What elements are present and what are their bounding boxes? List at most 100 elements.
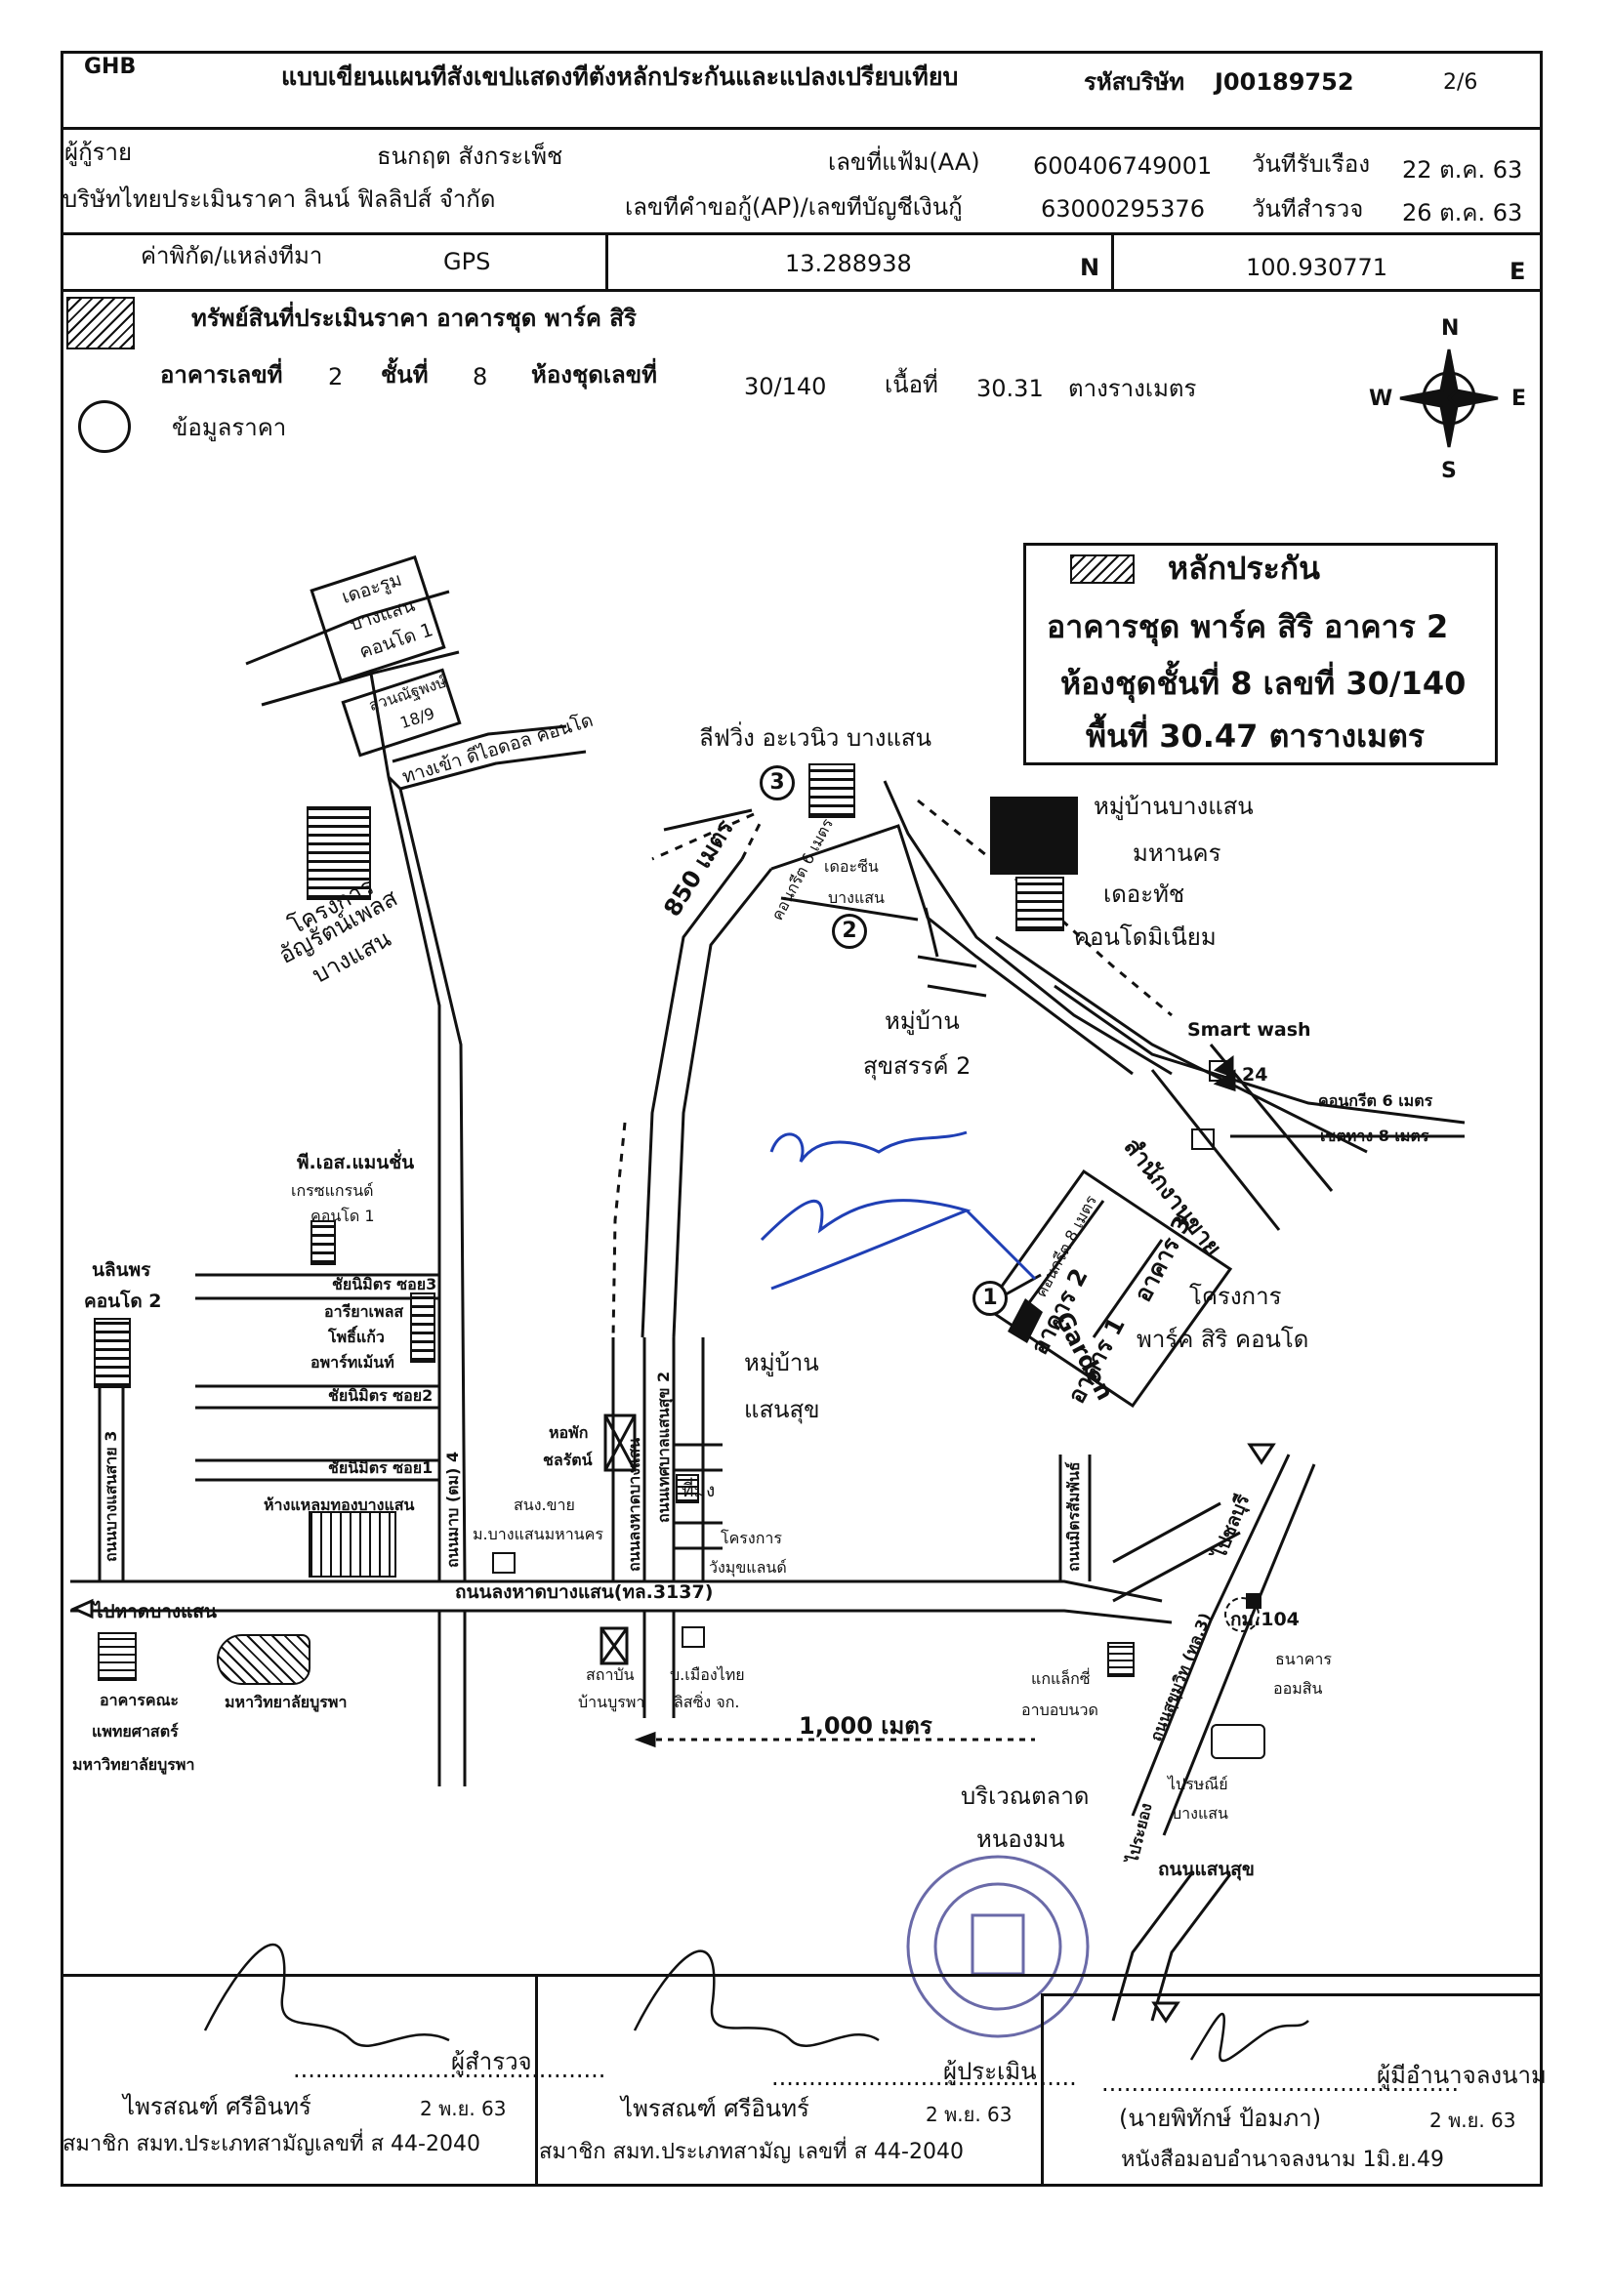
compass-east: E bbox=[1511, 387, 1527, 411]
label-leeving: ลีฟวิ่ง อะเวนิว บางแสน bbox=[699, 724, 931, 752]
appraiser-company: บริษัทไทยประเมินราคา ลินน์ ฟิลลิปส์ จำกั… bbox=[62, 185, 496, 213]
org-code: GHB bbox=[84, 55, 137, 79]
label-road-3137: ถนนลงหาดบางแสน(ทล.3137) bbox=[455, 1581, 714, 1603]
label-market: หนองมน bbox=[976, 1825, 1065, 1853]
longitude-dir: E bbox=[1510, 258, 1526, 285]
label-suksan2: หมู่บ้าน bbox=[885, 1007, 960, 1035]
label-24: 24 bbox=[1242, 1064, 1268, 1086]
label-concrete-6m-right: คอนกรีต 6 เมตร bbox=[1318, 1091, 1433, 1110]
divider bbox=[1041, 1993, 1543, 1996]
authorized-poa: หนังสือมอบอำนาจลงนาม 1มิ.ย.49 bbox=[1121, 2148, 1444, 2172]
latitude-dir: N bbox=[1080, 254, 1100, 281]
anyarat-building-icon bbox=[307, 806, 371, 900]
leeving-building-icon bbox=[808, 763, 855, 818]
collateral-line2: ห้องชุดชั้นที่ 8 เลขที่ 30/140 bbox=[1060, 665, 1467, 702]
collateral-title: หลักประกัน bbox=[1168, 550, 1321, 587]
divider bbox=[605, 232, 608, 289]
label-sanong: สนง.ขาย bbox=[514, 1496, 575, 1514]
floor-no: 8 bbox=[473, 363, 488, 390]
label-muangthai: บ.เมืองไทย bbox=[670, 1665, 745, 1684]
borrower-label: ผู้กู้ราย bbox=[64, 139, 133, 166]
label-massage: แกแล็กซี่ bbox=[1031, 1669, 1091, 1688]
label-nalinporn: คอนโด 2 bbox=[84, 1291, 162, 1312]
timing-building-icon bbox=[676, 1474, 699, 1503]
label-the-touch: คอนโดมิเนียม bbox=[1074, 923, 1217, 951]
label-faculty: แพทยศาสตร์ bbox=[92, 1722, 179, 1741]
page-number: 2/6 bbox=[1443, 70, 1478, 95]
price-marker-2: 2 bbox=[832, 914, 867, 949]
divider bbox=[61, 289, 1543, 292]
label-village-sansuk: แสนสุข bbox=[744, 1396, 820, 1423]
label-post: บางแสน bbox=[1172, 1804, 1228, 1823]
label-smart-wash: Smart wash bbox=[1187, 1019, 1311, 1041]
label-row-8m: เขตทาง 8 เมตร bbox=[1320, 1127, 1429, 1145]
bank-icon bbox=[1224, 1597, 1260, 1632]
label-the-touch: เดอะทัช bbox=[1103, 881, 1185, 908]
label-soi2: ชัยนิมิตร ซอย2 bbox=[328, 1386, 434, 1405]
sales-office-house-icon bbox=[1191, 1128, 1215, 1150]
label-ps-mansion: พี.เอส.แมนชั่น bbox=[297, 1152, 415, 1173]
label-wang: วังมุขแลนด์ bbox=[709, 1558, 787, 1577]
price-marker-3: 3 bbox=[760, 765, 795, 800]
hatch-legend-icon bbox=[66, 297, 135, 349]
label-ps-mansion: คอนโด 1 bbox=[310, 1207, 375, 1225]
floor-label: ชั้นที่ bbox=[381, 361, 429, 389]
collateral-line3: พื้นที่ 30.47 ตารางเมตร bbox=[1086, 718, 1426, 755]
divider bbox=[61, 127, 1543, 130]
area-value: 30.31 bbox=[976, 375, 1044, 402]
file-no-label: เลขที่แฟ้ม(AA) bbox=[828, 148, 980, 176]
label-road-mitsamphan: ถนนมิตรสัมพันธ์ bbox=[1064, 1461, 1083, 1572]
appraiser-membership: สมาชิก สมท.ประเภทสามัญ เลขที่ ส 44-2040 bbox=[539, 2140, 964, 2164]
received-date: 22 ต.ค. 63 bbox=[1402, 156, 1523, 184]
label-university: มหาวิทยาลัยบูรพา bbox=[225, 1693, 348, 1711]
label-gsb: ออมสิน bbox=[1273, 1679, 1323, 1698]
building-label: อาคารเลขที่ bbox=[160, 361, 283, 389]
label-mall: ห้างแหลมทองบางแสน bbox=[264, 1496, 415, 1514]
divider bbox=[61, 232, 1543, 235]
label-km104: กม.104 bbox=[1230, 1609, 1300, 1630]
divider bbox=[535, 1974, 538, 2187]
compass-north: N bbox=[1441, 316, 1460, 341]
label-ariya: อารียาเพลส bbox=[324, 1302, 404, 1321]
label-institute: บ้านบูรพา bbox=[578, 1693, 645, 1711]
label-village-bangsaen: มหานคร bbox=[1133, 840, 1221, 867]
authorized-date: 2 พ.ย. 63 bbox=[1429, 2109, 1516, 2132]
collateral-building-marker bbox=[1008, 1298, 1043, 1343]
latitude: 13.288938 bbox=[785, 250, 912, 277]
label-to-beach: ไปหาดบางแสน bbox=[94, 1601, 217, 1622]
label-road-tesaban2: ถนนเทศบาลแสนสุข 2 bbox=[654, 1371, 673, 1523]
label-the-zeen: บางแสน bbox=[828, 888, 885, 907]
massage-building-icon bbox=[1107, 1642, 1135, 1677]
label-muangthai: ลิสซิ่ง จก. bbox=[674, 1693, 740, 1711]
label-market: บริเวณตลาด bbox=[961, 1783, 1090, 1810]
label-road-tesaban: ถนนลงหาดบางแสน bbox=[625, 1437, 643, 1572]
surveyor-date: 2 พ.ย. 63 bbox=[420, 2097, 507, 2120]
smart-wash-icon bbox=[1209, 1060, 1232, 1082]
label-wang: โครงการ bbox=[721, 1529, 782, 1547]
label-ps-mansion: เกรซแกรนด์ bbox=[291, 1181, 374, 1200]
nalinporn-building-icon bbox=[94, 1318, 131, 1388]
label-timing: ที่ม่ง bbox=[682, 1480, 716, 1501]
company-code: J00189752 bbox=[1215, 68, 1354, 96]
label-ariya: โพธิ์แก้ว bbox=[328, 1328, 385, 1346]
label-massage: อาบอบนวด bbox=[1021, 1701, 1098, 1719]
surveyor-role: ผู้สำรวจ bbox=[451, 2048, 532, 2075]
request-no: 63000295376 bbox=[1041, 195, 1205, 223]
file-no: 600406749001 bbox=[1033, 152, 1213, 180]
label-dist-1000: 1,000 เมตร bbox=[799, 1712, 932, 1740]
survey-date: 26 ต.ค. 63 bbox=[1402, 199, 1523, 226]
label-sanong: ม.บางแสนมหานคร bbox=[473, 1525, 603, 1543]
authorized-role: ผู้มีอำนาจลงนาม bbox=[1377, 2062, 1547, 2089]
label-faculty: อาคารคณะ bbox=[100, 1691, 180, 1709]
divider bbox=[1111, 232, 1114, 289]
label-road-long4: ถนนมาบ (ตม) 4 bbox=[443, 1451, 462, 1568]
label-faculty: มหาวิทยาลัยบูรพา bbox=[72, 1755, 195, 1774]
university-icon bbox=[217, 1634, 310, 1685]
unit-label: ห้องชุดเลขที่ bbox=[531, 361, 657, 389]
price-data-label: ข้อมูลราคา bbox=[172, 414, 287, 441]
label-soi3: ชัยนิมิตร ซอย3 bbox=[332, 1275, 437, 1293]
label-village-sansuk: หมู่บ้าน bbox=[744, 1349, 819, 1376]
appraiser-role: ผู้ประเมิน bbox=[943, 2058, 1037, 2085]
document-title: แบบเขียนแผนทีสังเขปแสดงทีตังหลักประกันแล… bbox=[281, 62, 959, 91]
